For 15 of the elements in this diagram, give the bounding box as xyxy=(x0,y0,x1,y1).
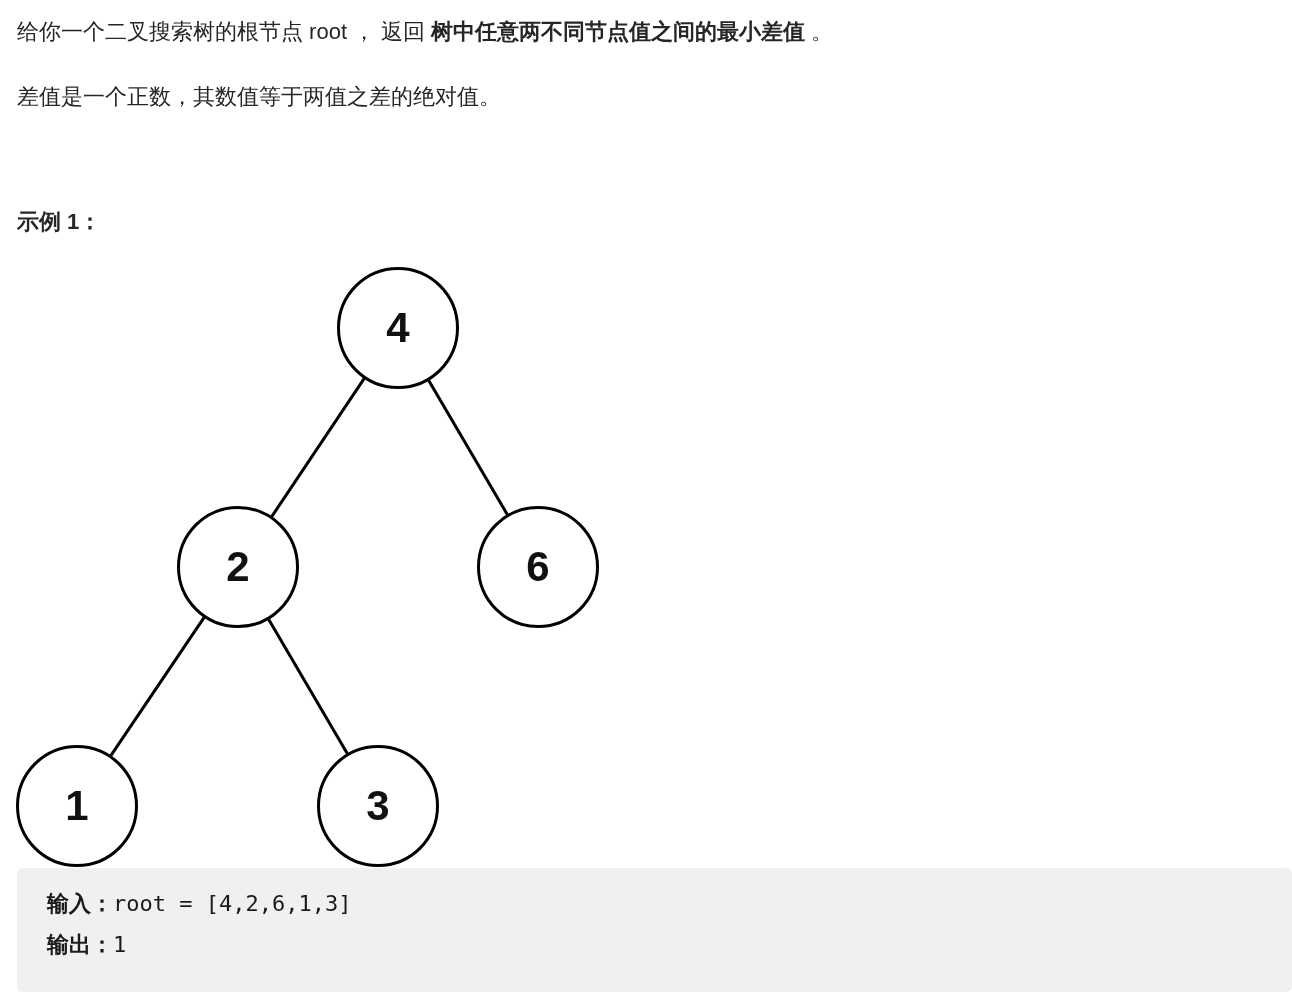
node-value: 6 xyxy=(526,546,550,588)
problem-note: 差值是一个正数，其数值等于两值之差的绝对值。 xyxy=(17,83,501,111)
problem-statement: 给你一个二叉搜索树的根节点 root ， 返回 树中任意两不同节点值之间的最小差值 。 xyxy=(17,18,834,46)
node-value: 3 xyxy=(366,785,390,827)
tree-edge xyxy=(109,615,206,758)
node-value: 1 xyxy=(65,785,89,827)
example-heading: 示例 1： xyxy=(17,208,102,236)
example-output-text: 输出：1 xyxy=(47,931,127,959)
example-input-text: 输入：root = [4,2,6,1,3] xyxy=(47,890,352,918)
example-panel xyxy=(17,868,1292,992)
tree-edge xyxy=(270,377,366,518)
tree-edge xyxy=(267,618,349,755)
tree-edge xyxy=(427,379,509,516)
node-value: 2 xyxy=(226,546,250,588)
node-value: 4 xyxy=(386,307,410,349)
